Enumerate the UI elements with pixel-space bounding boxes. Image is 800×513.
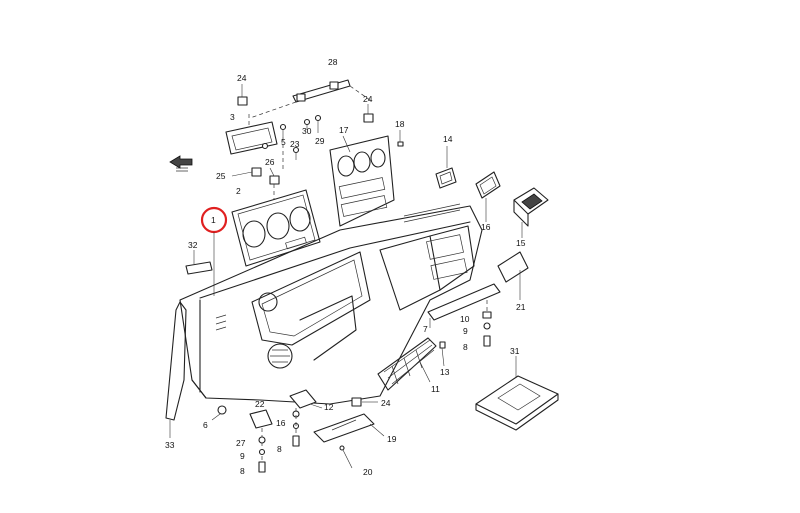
part-22-bracket <box>249 409 273 462</box>
callout-30: 30 <box>302 126 312 136</box>
callout-24-lower: 24 <box>381 398 391 408</box>
callout-5: 5 <box>281 137 286 147</box>
part-24-clip-center <box>363 104 374 123</box>
part-28-bracket <box>249 79 371 119</box>
part-12-bracket <box>289 389 323 409</box>
callout-13: 13 <box>440 367 450 377</box>
part-21-lid <box>497 251 529 300</box>
callout-31: 31 <box>510 346 520 356</box>
part-6-bolt <box>211 405 227 421</box>
right-bolt-stack <box>482 300 492 347</box>
callout-10: 10 <box>460 314 470 324</box>
front-arrow-icon <box>169 155 193 172</box>
callout-25: 25 <box>216 171 226 181</box>
callout-6: 6 <box>203 420 208 430</box>
callout-1: 1 <box>211 215 216 225</box>
part-24-clip-left <box>237 84 248 106</box>
callout-24-top-center: 24 <box>363 94 373 104</box>
callout-15: 15 <box>516 238 526 248</box>
callout-9-left: 9 <box>240 451 245 461</box>
callout-8-center: 8 <box>277 444 282 454</box>
callout-17: 17 <box>339 125 349 135</box>
callout-9-right: 9 <box>463 326 468 336</box>
callout-8-right: 8 <box>463 342 468 352</box>
callout-8-left: 8 <box>240 466 245 476</box>
callout-18: 18 <box>395 119 405 129</box>
part-31-mat <box>475 356 559 431</box>
part-15-housing <box>513 187 549 238</box>
part-18-screw <box>397 130 404 147</box>
part-17-center-cluster <box>329 135 395 227</box>
callout-26: 26 <box>265 157 275 167</box>
callout-29: 29 <box>315 136 325 146</box>
callout-32: 32 <box>188 240 198 250</box>
callout-16-right: 16 <box>481 222 491 232</box>
callout-33: 33 <box>165 440 175 450</box>
part-32-strip <box>185 250 213 275</box>
left-bolt-stack <box>258 436 266 473</box>
callout-2: 2 <box>236 186 241 196</box>
callout-24-top-left: 24 <box>237 73 247 83</box>
part-14-switch <box>435 146 457 189</box>
part-3-panel <box>225 112 278 155</box>
part-1-dashboard <box>179 203 483 405</box>
part-13-screw <box>439 341 446 367</box>
callout-3: 3 <box>230 112 235 122</box>
callout-19: 19 <box>387 434 397 444</box>
callout-14: 14 <box>443 134 453 144</box>
callout-7: 7 <box>423 324 428 334</box>
part-25-clip <box>231 167 262 177</box>
part-7-bracket <box>427 283 501 328</box>
part-11-net <box>377 337 437 391</box>
callout-28: 28 <box>328 57 338 67</box>
part-33-side-panel <box>165 301 187 438</box>
callout-20: 20 <box>363 467 373 477</box>
part-2-gauge-bezel <box>231 189 321 267</box>
callout-16-center: 16 <box>276 418 286 428</box>
part-19-plate <box>313 413 385 443</box>
callout-22: 22 <box>255 399 265 409</box>
part-24-clip-lower <box>351 397 378 407</box>
callout-21: 21 <box>516 302 526 312</box>
screws-top <box>279 114 322 170</box>
part-26-clip <box>269 167 280 200</box>
callout-27: 27 <box>236 438 246 448</box>
part-16-bezel <box>475 171 501 222</box>
callout-11: 11 <box>431 384 440 394</box>
center-bolt-stack <box>292 408 300 447</box>
part-20-screw <box>339 445 353 469</box>
callout-23: 23 <box>290 139 300 149</box>
callout-12: 12 <box>324 402 334 412</box>
